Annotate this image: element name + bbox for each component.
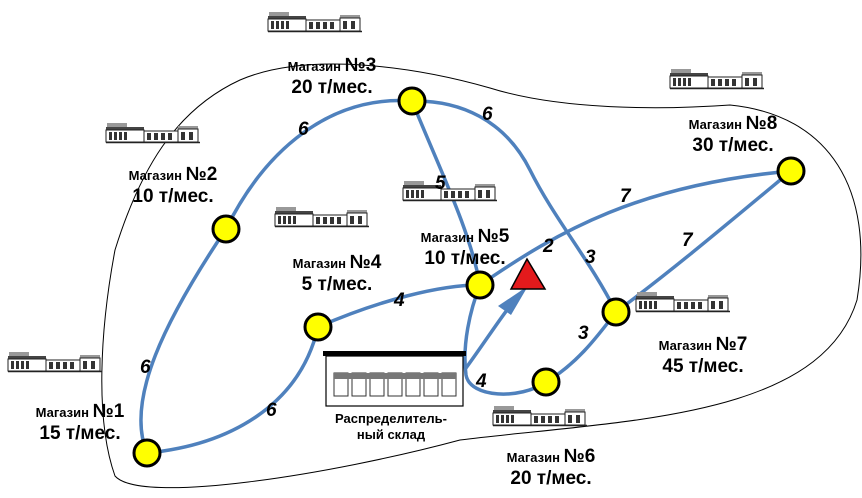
store-building-icon bbox=[268, 12, 362, 32]
store-name: Магазин bbox=[507, 450, 560, 465]
node-store-2 bbox=[213, 216, 239, 242]
store-demand: 10 т/мес. bbox=[402, 249, 528, 268]
node-store-3 bbox=[399, 88, 425, 114]
store-label-2: Магазин №2 10 т/мес. bbox=[110, 165, 236, 206]
warehouse-label: Распределитель- ный склад bbox=[311, 411, 471, 442]
store-demand: 20 т/мес. bbox=[269, 78, 395, 97]
store-label-3: Магазин №3 20 т/мес. bbox=[269, 56, 395, 97]
node-store-8 bbox=[778, 158, 804, 184]
node-store-5 bbox=[467, 272, 493, 298]
store-name: Магазин bbox=[293, 256, 346, 271]
store-label-8: Магазин №8 30 т/мес. bbox=[670, 114, 796, 155]
store-label-1: Магазин №1 15 т/мес. bbox=[17, 402, 143, 443]
edge-weight: 3 bbox=[578, 324, 589, 343]
store-demand: 15 т/мес. bbox=[17, 424, 143, 443]
store-name: Магазин bbox=[659, 338, 712, 353]
edge-weight: 3 bbox=[585, 248, 596, 267]
node-store-6 bbox=[533, 369, 559, 395]
edge-weight: 2 bbox=[543, 237, 554, 256]
store-building-icon bbox=[8, 352, 102, 372]
edge-weight: 6 bbox=[266, 401, 277, 420]
store-name: Магазин bbox=[288, 59, 341, 74]
edge-1-4 bbox=[147, 327, 318, 453]
edge-weight: 6 bbox=[298, 120, 309, 139]
edge-3-7 bbox=[412, 101, 616, 312]
store-label-7: Магазин №7 45 т/мес. bbox=[640, 335, 766, 376]
store-building-icon bbox=[106, 123, 200, 143]
store-label-4: Магазин №4 5 т/мес. bbox=[274, 253, 400, 294]
store-demand: 20 т/мес. bbox=[488, 469, 614, 488]
store-number: №4 bbox=[350, 252, 382, 273]
store-building-icon bbox=[670, 69, 764, 89]
warehouse-label-line2: ный склад bbox=[311, 427, 471, 443]
store-demand: 30 т/мес. bbox=[670, 136, 796, 155]
edge-2-3 bbox=[226, 101, 412, 229]
store-demand: 5 т/мес. bbox=[274, 275, 400, 294]
node-store-7 bbox=[603, 299, 629, 325]
store-number: №3 bbox=[345, 55, 377, 76]
warehouse-building-icon bbox=[323, 351, 466, 406]
edge-weight: 6 bbox=[140, 358, 151, 377]
edge-weight: 5 bbox=[435, 174, 446, 193]
node-store-1 bbox=[134, 440, 160, 466]
store-name: Магазин bbox=[36, 405, 89, 420]
edge-1-2 bbox=[141, 229, 226, 453]
store-number: №8 bbox=[746, 113, 778, 134]
store-building-icon bbox=[493, 406, 587, 426]
store-number: №6 bbox=[564, 446, 596, 467]
edge-8-7 bbox=[616, 171, 791, 312]
store-number: №1 bbox=[93, 401, 125, 422]
store-label-6: Магазин №6 20 т/мес. bbox=[488, 447, 614, 488]
edge-weight: 7 bbox=[682, 231, 693, 250]
edge-weight: 7 bbox=[620, 187, 631, 206]
store-building-icon bbox=[636, 292, 730, 312]
store-number: №2 bbox=[186, 164, 218, 185]
store-building-icon bbox=[403, 181, 497, 201]
store-name: Магазин bbox=[421, 230, 474, 245]
flow-arrowhead bbox=[498, 286, 528, 315]
edge-weight: 6 bbox=[482, 105, 493, 124]
store-demand: 10 т/мес. bbox=[110, 187, 236, 206]
store-demand: 45 т/мес. bbox=[640, 357, 766, 376]
warehouse-label-line1: Распределитель- bbox=[311, 411, 471, 427]
store-label-5: Магазин №5 10 т/мес. bbox=[402, 227, 528, 268]
store-number: №7 bbox=[716, 334, 748, 355]
store-name: Магазин bbox=[129, 168, 182, 183]
store-name: Магазин bbox=[689, 117, 742, 132]
edge-weight: 4 bbox=[476, 372, 487, 391]
store-number: №5 bbox=[478, 226, 510, 247]
node-store-4 bbox=[305, 314, 331, 340]
store-building-icon bbox=[275, 207, 369, 227]
